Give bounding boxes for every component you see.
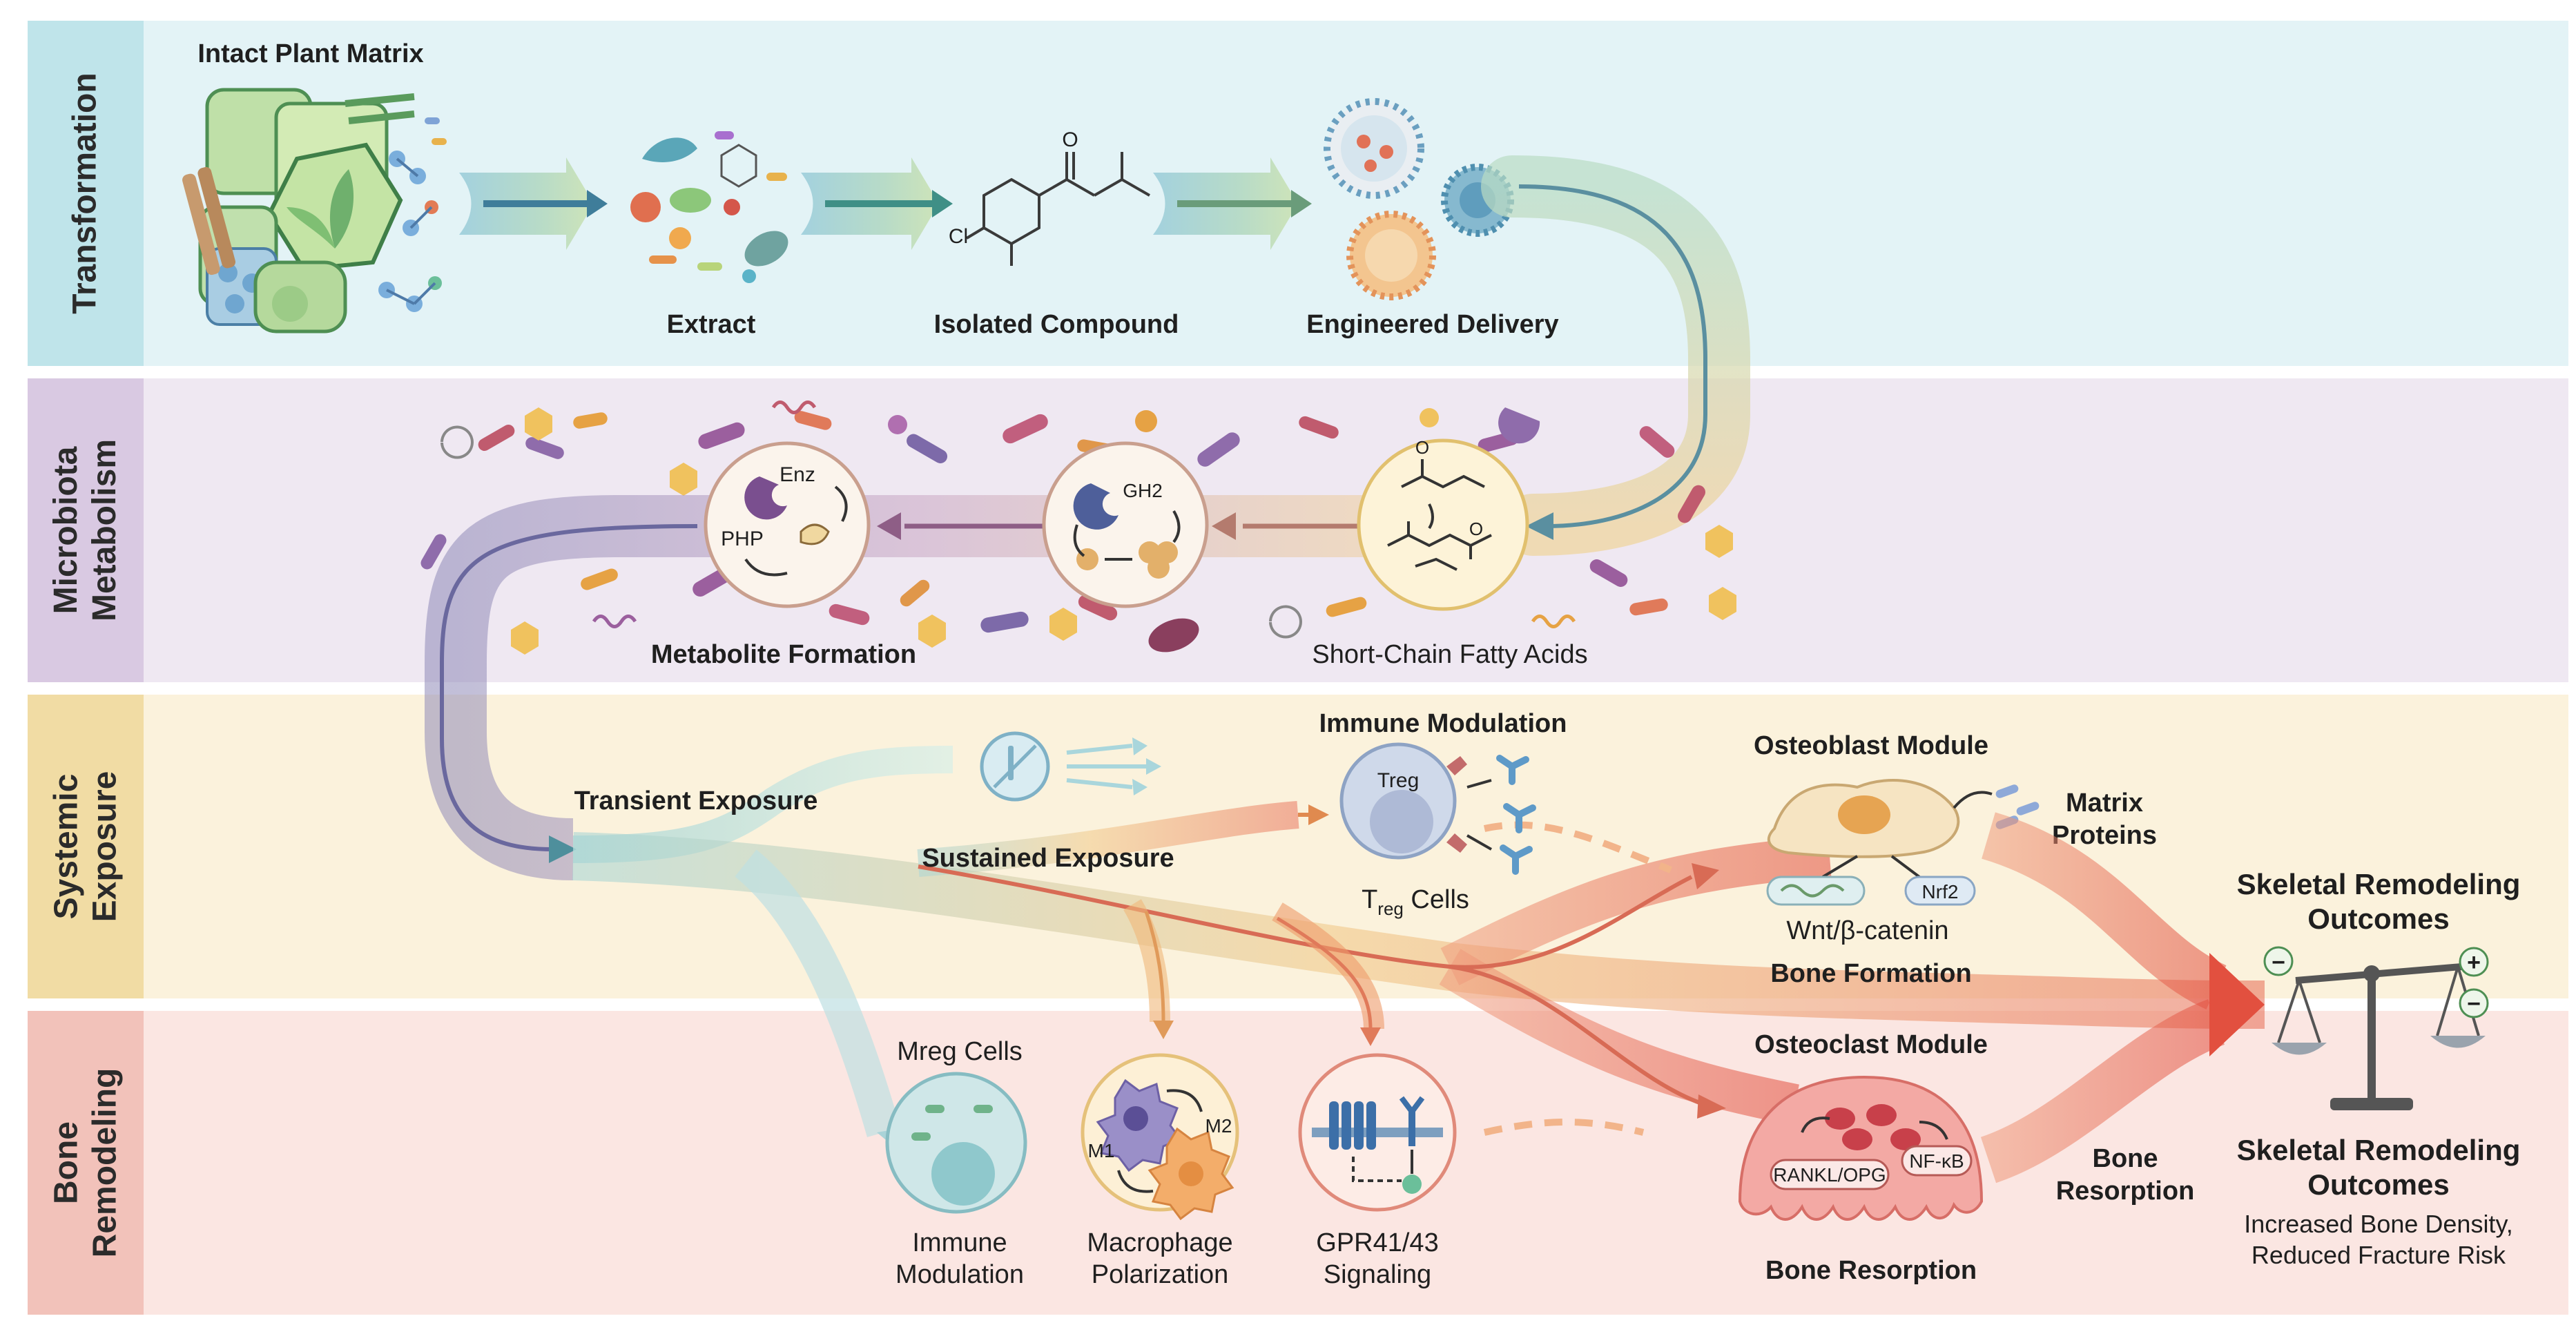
macrophage-illustration	[1081, 1053, 1239, 1221]
label-extract: Extract	[667, 310, 756, 339]
label-wnt: Wnt/β-catenin	[1786, 916, 1948, 945]
arrow-extract-to-compound	[801, 157, 953, 250]
band-label-microbiota: Microbiota Metabolism	[28, 378, 144, 682]
outcome-minus-icon-2: −	[2467, 991, 2481, 1017]
label-outcomes-bottom-1: Skeletal Remodeling	[2237, 1134, 2521, 1166]
label-nfkb: NF-κB	[1909, 1150, 1964, 1172]
balance-scale-icon	[2263, 946, 2489, 1110]
arrow-compound-to-delivery	[1153, 157, 1312, 250]
label-immune-modulation-bottom-2: Modulation	[895, 1260, 1024, 1289]
band-transformation-bg	[28, 21, 2568, 366]
label-treg: Treg	[1377, 769, 1420, 792]
mreg-cell-illustration	[885, 1072, 1027, 1214]
label-outcomes-desc-1: Increased Bone Density,	[2244, 1210, 2513, 1238]
label-bone-resorption: Bone Resorption	[1765, 1256, 1977, 1285]
flow-microbiota-leftward	[425, 495, 1381, 880]
label-mreg-cells: Mreg Cells	[897, 1037, 1023, 1066]
label-m1: M1	[1088, 1140, 1115, 1161]
engineered-delivery-nanoparticles	[1324, 98, 1514, 300]
label-metabolite-formation: Metabolite Formation	[651, 640, 916, 669]
label-immune-modulation-top: Immune Modulation	[1319, 709, 1567, 738]
gut-microbes-scatter	[420, 400, 1736, 655]
scfa-atom-o-2: O	[1469, 519, 1483, 539]
label-nrf2: Nrf2	[1922, 881, 1959, 902]
osteoblast-cell-illustration	[1766, 779, 2040, 906]
label-gpr-1: GPR41/43	[1316, 1228, 1438, 1257]
compound-atom-o: O	[1062, 128, 1078, 151]
label-m2: M2	[1205, 1115, 1232, 1137]
arrow-plant-to-extract	[459, 157, 608, 250]
label-gpr-2: Signaling	[1324, 1260, 1431, 1289]
metabolite-circle-gh2	[1042, 441, 1209, 608]
band-label-bone: Bone Remodeling	[28, 1011, 144, 1315]
label-outcomes-top-2: Outcomes	[2307, 902, 2449, 935]
label-php: PHP	[721, 528, 764, 550]
label-macrophage-1: Macrophage	[1087, 1228, 1232, 1257]
label-osteoclast-module: Osteoclast Module	[1754, 1030, 1988, 1059]
extract-illustration	[630, 131, 788, 283]
label-osteoblast-module: Osteoblast Module	[1754, 731, 1988, 760]
outcome-minus-icon: −	[2272, 949, 2285, 976]
label-sustained-exposure: Sustained Exposure	[922, 844, 1174, 873]
scfa-atom-o-1: O	[1415, 437, 1429, 458]
label-bone-resorption-side-1: Bone	[2093, 1144, 2158, 1173]
metabolite-circle-php	[704, 441, 871, 608]
label-transient-exposure: Transient Exposure	[574, 786, 818, 815]
label-scfa: Short-Chain Fatty Acids	[1312, 640, 1587, 669]
label-bone-resorption-side-2: Resorption	[2056, 1177, 2195, 1206]
flow-delivery-to-microbiota	[1481, 155, 1750, 556]
label-enz: Enz	[779, 463, 815, 486]
flow-sustained-exposure	[572, 801, 2265, 1150]
label-matrix-proteins-1: Matrix	[2066, 789, 2143, 818]
outcome-plus-icon: +	[2467, 949, 2481, 976]
osteoclast-cell-illustration	[1738, 1075, 1984, 1221]
label-engineered-delivery: Engineered Delivery	[1306, 310, 1558, 339]
label-isolated-compound: Isolated Compound	[934, 310, 1179, 339]
label-bone-formation: Bone Formation	[1770, 959, 1971, 988]
compound-atom-cl: Cl	[949, 225, 968, 248]
flow-converge-to-outcomes	[1980, 812, 2265, 1183]
label-gh2: GH2	[1123, 480, 1163, 501]
label-outcomes-top-1: Skeletal Remodeling	[2237, 868, 2521, 900]
label-macrophage-2: Polarization	[1092, 1260, 1229, 1289]
band-label-systemic: Systemic Exposure	[28, 695, 144, 998]
label-treg-cells: Treg Cells	[1362, 885, 1469, 919]
plant-matrix-illustration	[182, 88, 447, 334]
label-immune-modulation-bottom-1: Immune	[912, 1228, 1007, 1257]
label-outcomes-bottom-2: Outcomes	[2307, 1168, 2449, 1201]
label-outcomes-desc-2: Reduced Fracture Risk	[2251, 1241, 2506, 1269]
scfa-circle	[1357, 438, 1529, 611]
isolated-compound-structure	[965, 152, 1150, 266]
label-rankl: RANKL/OPG	[1773, 1164, 1886, 1186]
treg-cell-illustration	[1339, 742, 1536, 875]
band-label-transformation: Transformation	[28, 21, 144, 366]
label-intact-plant-matrix: Intact Plant Matrix	[197, 39, 423, 68]
gpr-receptor-illustration	[1298, 1053, 1457, 1212]
